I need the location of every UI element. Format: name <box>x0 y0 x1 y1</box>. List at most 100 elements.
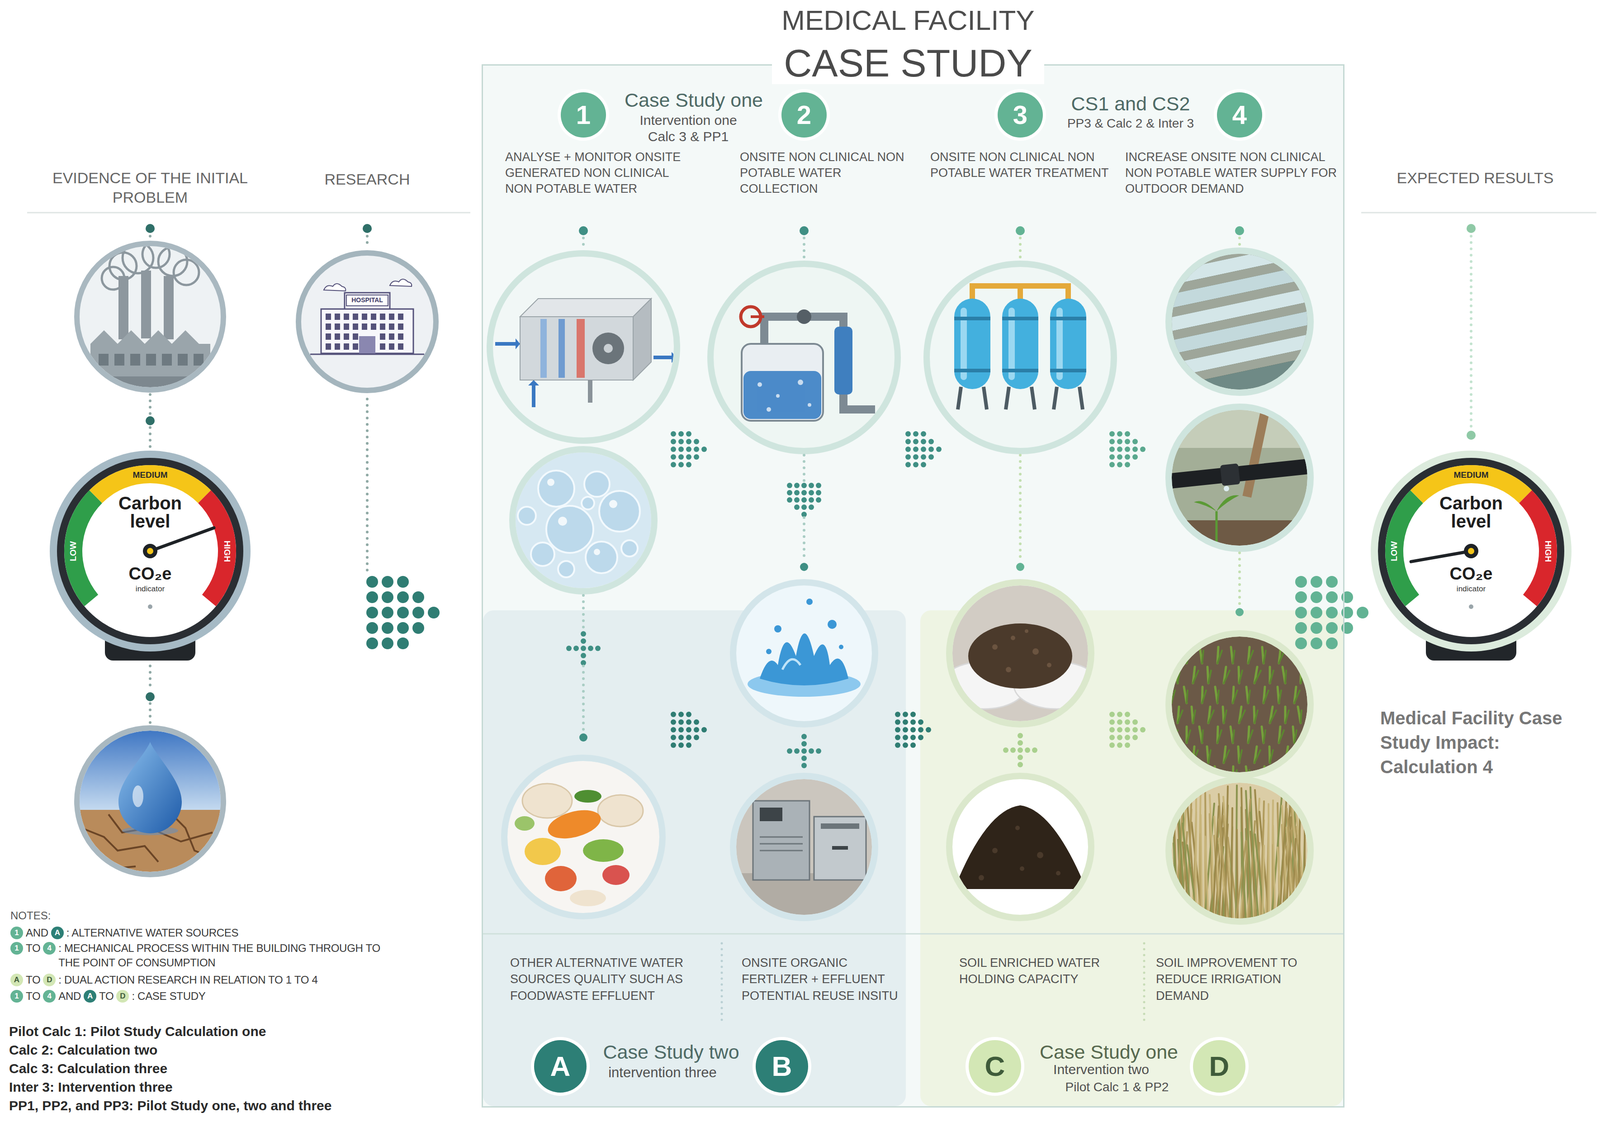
seedling-blade <box>1299 746 1302 763</box>
hospital-drawing-part <box>346 294 389 306</box>
hospital-drawing-part <box>379 323 386 330</box>
seedling-blade <box>1217 650 1222 663</box>
arrow-dot <box>1325 606 1338 619</box>
droplets-picture-part <box>547 478 618 555</box>
water-drop-picture-part <box>118 741 182 834</box>
gauge-title: Carbon level <box>104 493 196 531</box>
water-splash-picture-part-part <box>774 624 782 633</box>
note-row: ATOD: DUAL ACTION RESEARCH IN RELATION T… <box>10 972 382 987</box>
panel-ground <box>481 64 1345 1108</box>
arrow-dot <box>670 461 677 468</box>
gauge-dial-part <box>1377 457 1565 644</box>
arrow-dot <box>794 497 800 503</box>
arrow-dot <box>686 438 692 445</box>
soil-hands-picture-part-part <box>992 643 998 650</box>
arrow-dot <box>686 454 692 460</box>
arrow-dot <box>902 726 909 733</box>
dotted-line <box>365 236 369 245</box>
arrow-dot <box>910 711 916 717</box>
dot-arrow <box>366 575 440 649</box>
water-drop-picture-part-part <box>171 814 218 860</box>
water-steps-picture-part <box>1135 231 1344 416</box>
arrow-dot <box>1109 454 1115 460</box>
arrow-dot <box>1341 606 1354 619</box>
dotted-line <box>1238 552 1241 606</box>
case-study-name: Case Study one <box>1039 1040 1179 1064</box>
note-badge: A <box>51 926 64 939</box>
arrow-dot <box>808 482 815 488</box>
hospital-drawing-part <box>343 323 350 330</box>
gauge-dial-part <box>1410 550 1472 562</box>
calculation-name: PP3 & Calc 2 & Inter 3 <box>1067 115 1194 132</box>
seedling-blade <box>1177 710 1183 723</box>
gauge-dial-part <box>64 464 237 637</box>
hospital-drawing-part <box>310 353 425 356</box>
dotted-line <box>802 237 806 261</box>
soil-hands-picture-part <box>949 581 1095 727</box>
step-badge: B <box>755 1039 809 1093</box>
air-handler-picture-part <box>633 298 652 380</box>
arrow-dot <box>1109 734 1115 740</box>
hospital-drawing-part <box>334 343 341 350</box>
factory-picture-part-part <box>98 353 109 366</box>
badge-letter: 4 <box>1232 101 1247 128</box>
arrow-dot <box>670 734 677 740</box>
arrow-dot <box>1124 430 1131 437</box>
panel-ground-part <box>720 942 724 1023</box>
intervention-name: Intervention two <box>1053 1060 1150 1078</box>
air-handler-picture-part <box>515 338 521 350</box>
gauge-high: HIGH <box>222 539 233 562</box>
drip-irrigation-picture-part <box>1193 501 1217 512</box>
water-splash-picture-part <box>732 581 878 727</box>
soil-hands-picture-part <box>968 623 1073 689</box>
arrow-dot <box>1325 637 1338 649</box>
header-rule <box>27 212 1597 214</box>
seedling-blade <box>1202 650 1204 663</box>
arrow-dot <box>1117 430 1123 437</box>
hospital-drawing-part <box>397 333 404 340</box>
arrow-dot <box>894 711 901 717</box>
arrow-dot <box>1109 438 1115 445</box>
air-handler-picture-part <box>520 316 634 380</box>
drip-irrigation-picture-part <box>1215 511 1218 543</box>
arrow-dot <box>670 711 677 717</box>
arrow-dot <box>905 461 911 468</box>
arrow-dot <box>397 621 409 634</box>
treatment-tanks-picture-part-part <box>1050 368 1087 373</box>
seedlings-picture <box>1168 633 1321 783</box>
dotted-line <box>1469 236 1473 428</box>
diagram-title: MEDICAL FACILITY <box>781 3 1035 38</box>
arrow-dot <box>366 606 379 619</box>
droplets-picture-part-part <box>609 499 618 508</box>
alternative-source-band: OTHER ALTERNATIVE WATER SOURCES QUALITY … <box>482 610 906 1106</box>
marker-dot <box>800 562 809 571</box>
droplets-picture-part-part <box>585 541 618 573</box>
arrow-dot <box>920 461 927 468</box>
note-row: 1TO4: MECHANICAL PROCESS WITHIN THE BUIL… <box>10 940 382 970</box>
hospital-sign: HOSPITAL <box>351 296 384 304</box>
treatment-tanks-picture-part-part <box>1002 368 1039 373</box>
badge-letter: 3 <box>1013 101 1028 128</box>
note-badge: 1 <box>10 941 24 955</box>
arrow-dot <box>1109 461 1115 468</box>
seedling-blade <box>1248 729 1253 743</box>
step-badge: D <box>1192 1039 1246 1093</box>
arrow-dot <box>902 711 909 717</box>
soil-hands-picture-part-part <box>1010 635 1016 640</box>
soil-hands-picture-part-part <box>1046 662 1052 668</box>
water-drop-picture <box>76 727 224 878</box>
hospital-drawing-part <box>352 313 359 320</box>
dot-arrow <box>786 482 822 517</box>
droplets-picture-part-part <box>547 478 555 486</box>
arrow-dot <box>910 742 916 748</box>
hospital-drawing <box>293 248 441 395</box>
step-heading: ONSITE NON CLINICAL NON POTABLE WATER TR… <box>930 149 1116 181</box>
hospital-drawing-part <box>325 333 332 340</box>
arrow-dot <box>902 719 909 725</box>
treatment-tanks-picture-part-part <box>957 386 961 410</box>
seedling-blade <box>1208 670 1212 683</box>
gauge-medium: MEDIUM <box>1453 469 1489 481</box>
case-study-name: Case Study two <box>602 1040 739 1064</box>
arrow-dot <box>1109 719 1115 725</box>
water-splash-picture-part <box>759 633 849 686</box>
